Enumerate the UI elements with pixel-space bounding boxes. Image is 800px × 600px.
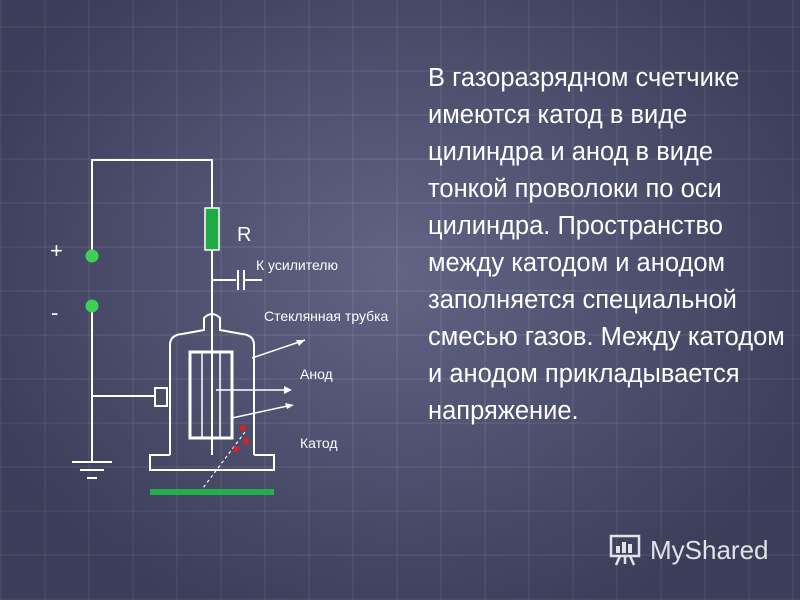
particle-dot: [233, 446, 239, 452]
cathode-label: Катод: [300, 435, 338, 451]
watermark-text: MyShared: [650, 534, 769, 565]
cathode-arrowhead: [285, 403, 294, 409]
glass-tube-pointer: [251, 339, 306, 359]
slide-body-text: В газоразрядном счетчике имеются катод в…: [428, 64, 785, 425]
plus-label: +: [50, 238, 63, 263]
particle-dot: [243, 438, 249, 444]
glass-tube-outline: [169, 313, 255, 455]
minus-label: -: [51, 300, 59, 325]
particle-track: [199, 431, 246, 493]
anode-arrowhead: [284, 386, 292, 394]
plus-terminal: [85, 249, 99, 263]
detector-plate: [150, 489, 274, 495]
circuit-wire-top: [91, 159, 213, 256]
tube-base: [149, 454, 275, 471]
cathode-pointer: [231, 404, 293, 419]
particle-dot: [240, 425, 246, 431]
watermark-logo: MyShared: [608, 533, 769, 567]
glass-tube-label: Стеклянная трубка: [264, 308, 389, 324]
resistor-label: R: [237, 224, 252, 246]
glass-tube-arrowhead: [296, 340, 305, 346]
cathode-contact: [154, 387, 168, 407]
resistor: [204, 207, 220, 251]
minus-terminal: [85, 299, 99, 313]
anode-label: Анод: [300, 366, 333, 382]
presentation-board-icon: [609, 534, 641, 566]
amplifier-label: К усилителю: [256, 257, 338, 273]
